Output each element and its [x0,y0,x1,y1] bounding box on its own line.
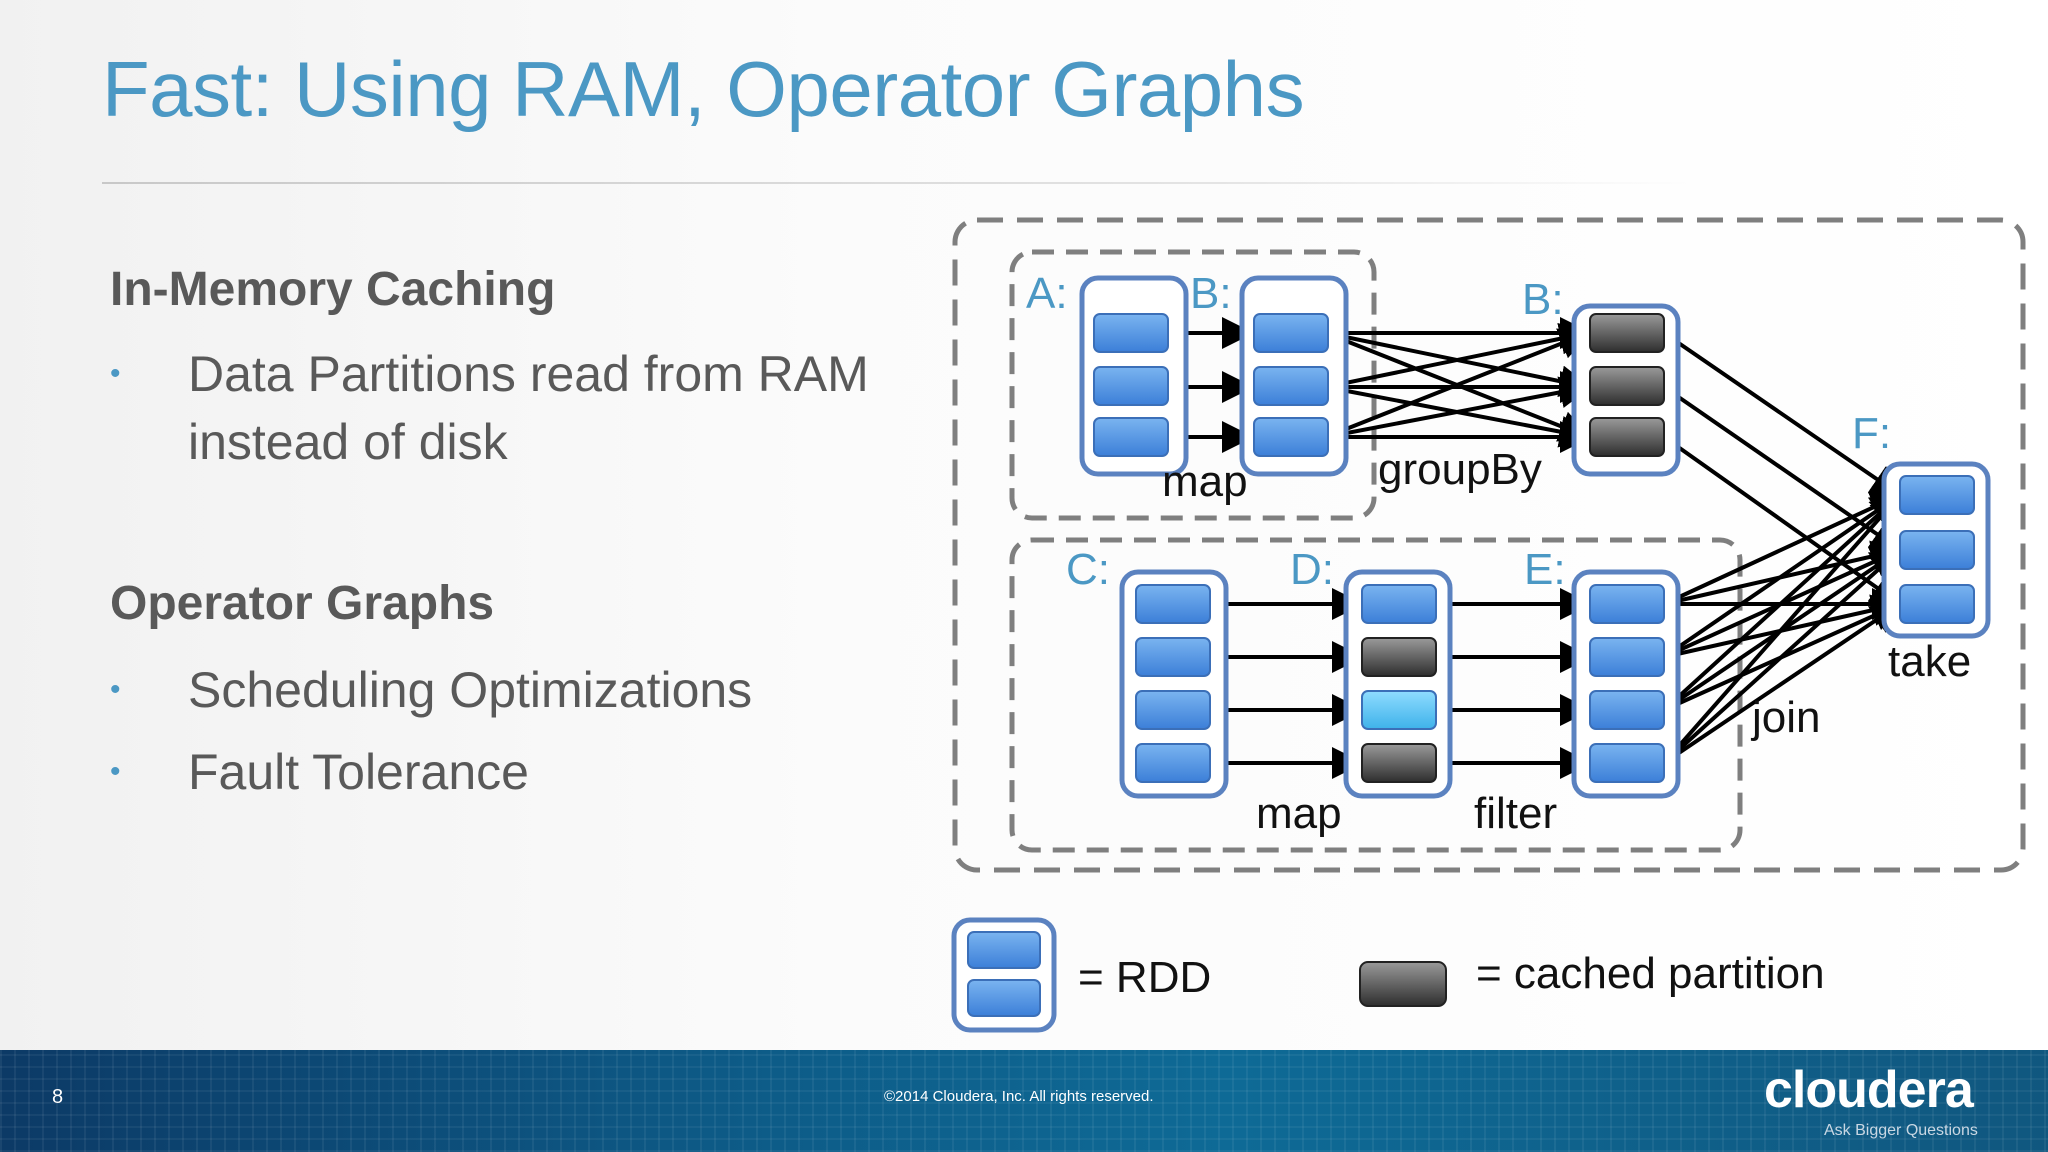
bullet-text: Scheduling Optimizations [188,662,753,718]
partition-blue [1135,584,1211,624]
edge-groupby [1325,376,1592,439]
heading-operator-graphs: Operator Graphs [110,577,495,630]
label-op-groupby: groupBy [1378,445,1542,494]
rdd-c [1119,569,1229,799]
partition-cached [1361,743,1437,783]
legend-rdd-label: = RDD [1078,953,1211,1002]
bullet-marker: • [110,673,121,706]
partition-blue [1589,690,1665,730]
label-op-filter: filter [1474,789,1557,838]
rdd-d [1343,569,1453,799]
cloudera-logo: cloudera [1764,1061,1974,1119]
partition-blue [1093,313,1169,353]
partition-cached [1361,637,1437,677]
partition-blue [1589,584,1665,624]
footer-pattern [0,1050,2048,1152]
label-rdd-a: A: [1026,269,1068,318]
copyright-text: ©2014 Cloudera, Inc. All rights reserved… [884,1088,1154,1105]
partition-cyan [1361,690,1437,730]
stage-outer [952,217,2026,873]
label-rdd-f: F: [1852,409,1891,458]
partition-blue [1589,637,1665,677]
label-rdd-c: C: [1066,545,1110,594]
edge-groupby [1325,328,1592,439]
label-rdd-b1: B: [1190,269,1232,318]
page-number: 8 [52,1086,64,1108]
logo-tagline: Ask Bigger Questions [1824,1122,1978,1139]
partition-blue [1135,637,1211,677]
bullet-marker: • [110,357,121,390]
legend-partition-blue [967,979,1041,1017]
edge-join [1662,601,1904,765]
edge-join [1662,492,1904,659]
label-op-join: join [1750,693,1821,742]
edge-join [1662,331,1904,498]
edge-join [1662,492,1903,712]
partition-cached [1589,417,1665,457]
legend-cached-label: = cached partition [1476,949,1825,998]
partition-blue [1899,475,1975,515]
heading-in-memory-caching: In-Memory Caching [110,263,556,316]
partition-blue [1135,690,1211,730]
partition-blue [1093,417,1169,457]
slide-title: Fast: Using RAM, Operator Graphs [102,45,1305,133]
legend-partition-blue [967,931,1041,969]
partition-blue [1253,366,1329,406]
partition-blue [1361,584,1437,624]
spark-operator-graph-diagram: A: B: B: C: D: E: F: map groupBy map fil… [951,217,2026,1033]
label-rdd-b2: B: [1522,275,1564,324]
edges [1166,317,1904,779]
partition-blue [1899,530,1975,570]
partition-cached [1589,366,1665,406]
partition-blue [1093,366,1169,406]
bullet-text: Data Partitions read from RAM instead of… [188,346,869,470]
partition-blue [1253,313,1329,353]
partition-blue [1135,743,1211,783]
partition-cached [1589,313,1665,353]
title-divider [102,182,1692,184]
label-rdd-d: D: [1290,545,1334,594]
edge-join [1662,547,1903,765]
label-rdd-e: E: [1524,545,1566,594]
partition-blue [1899,584,1975,624]
edge-groupby [1325,322,1592,389]
edge-join [1662,491,1903,765]
bullet-text: Fault Tolerance [188,744,529,800]
label-op-map-1: map [1162,457,1248,506]
label-op-take: take [1888,637,1971,686]
footer-bar: 8 ©2014 Cloudera, Inc. All rights reserv… [0,1050,2048,1152]
legend-cached-partition [1359,961,1447,1007]
label-op-map-2: map [1256,789,1342,838]
partition-blue [1589,743,1665,783]
bullet-marker: • [110,755,121,788]
edge-join [1663,492,1904,606]
slide-background [0,0,2048,1050]
partition-blue [1253,417,1329,457]
rdd-e [1571,569,1681,799]
